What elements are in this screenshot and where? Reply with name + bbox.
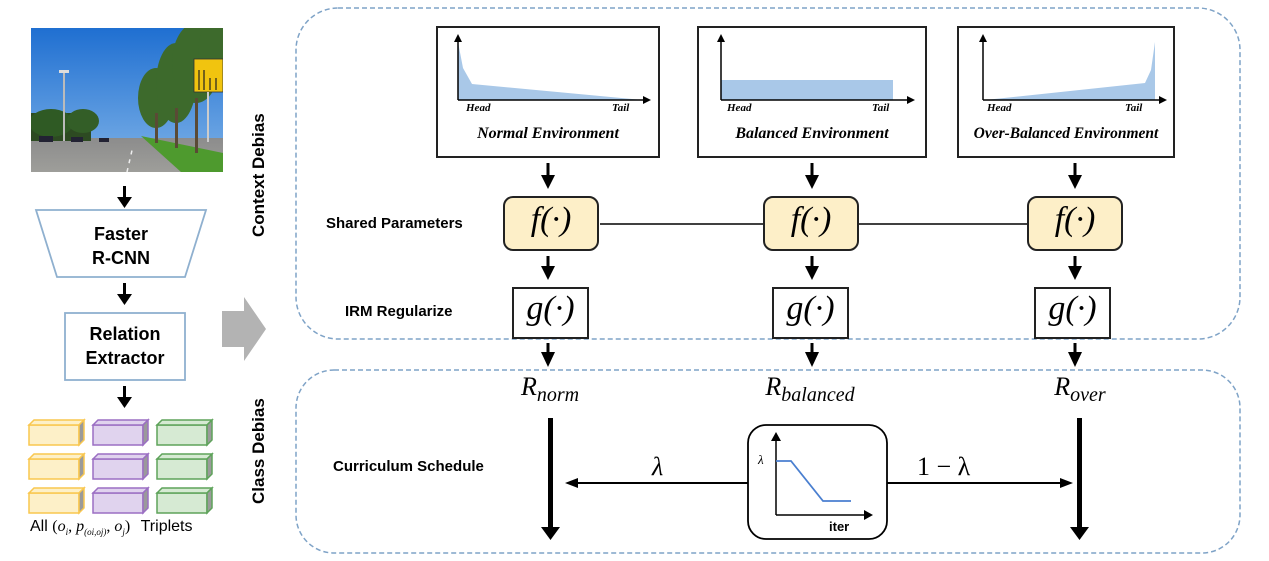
triplet-grid [27, 418, 214, 515]
big-arrow-icon [222, 297, 266, 361]
risk-norm: Rnorm [520, 372, 580, 406]
triplet-block-subject [27, 452, 86, 481]
schedule-inset-box [747, 424, 888, 540]
risk-balanced: Rbalanced [765, 372, 855, 406]
dist-chart-balanced [717, 34, 915, 104]
triplet-block-predicate [91, 418, 150, 447]
class-arrows [541, 418, 1089, 540]
env-title: Normal Environment [477, 125, 619, 142]
dist-chart-normal [454, 34, 651, 104]
column-arrows [541, 163, 1082, 367]
schedule-curve [776, 460, 851, 502]
env-title: Balanced Environment [735, 125, 889, 142]
dist-chart-over-balanced [979, 34, 1167, 104]
risk-over: Rover [1054, 372, 1106, 406]
triplet-block-predicate [91, 452, 150, 481]
triplet-block-subject [27, 418, 86, 447]
schedule-inset-axes [771, 432, 873, 520]
input-image [31, 28, 223, 172]
tail-label: Tail [1125, 102, 1143, 114]
pipeline-arrows [117, 186, 132, 408]
schedule-arrows [565, 478, 1073, 488]
class-debias-label: Class Debias [249, 398, 268, 504]
faster-rcnn-label-line2: R-CNN [92, 248, 150, 268]
relation-extractor-shape [64, 312, 186, 381]
f-module-over: f(·) [1027, 196, 1123, 251]
triplet-formula: (oi, p(oi,oj), oj) [52, 518, 131, 538]
inset-iter-label: iter [829, 519, 850, 534]
tail-label: Tail [612, 102, 630, 114]
f-module-balanced: f(·) [763, 196, 859, 251]
triplet-caption-prefix: All [30, 518, 48, 535]
env-balanced: Head Tail Balanced Environment [697, 26, 927, 158]
faster-rcnn-label-line1: Faster [93, 224, 149, 244]
env-title: Over-Balanced Environment [973, 125, 1159, 142]
head-label: Head [987, 102, 1012, 114]
triplet-block-object [155, 452, 214, 481]
relation-extractor-label-line1: Relation [89, 324, 161, 344]
triplet-block-object [155, 486, 214, 515]
g-module-normal: g(·) [512, 287, 589, 339]
triplet-block-subject [27, 486, 86, 515]
relation-extractor-label: Relation Extractor [65, 322, 185, 370]
class-debias-region [295, 369, 1241, 554]
lambda-weight: λ [652, 452, 664, 481]
faster-rcnn-label: Faster R-CNN [57, 222, 185, 270]
tail-label: Tail [872, 102, 890, 114]
g-module-balanced: g(·) [772, 287, 849, 339]
triplet-block-object [155, 418, 214, 447]
one-minus-lambda-weight: 1 − λ [917, 452, 971, 481]
head-label: Head [466, 102, 491, 114]
inset-lambda-label: λ [758, 452, 764, 467]
triplet-caption: All (oi, p(oi,oj), oj) Triplets [30, 518, 192, 537]
f-module-normal: f(·) [503, 196, 599, 251]
irm-regularize-label: IRM Regularize [345, 303, 453, 320]
g-module-over: g(·) [1034, 287, 1111, 339]
street-photo [31, 28, 223, 172]
triplet-caption-suffix: Triplets [140, 518, 193, 535]
shared-parameters-label: Shared Parameters [326, 215, 463, 232]
env-normal: Head Tail Normal Environment [436, 26, 660, 158]
curriculum-schedule-label: Curriculum Schedule [333, 458, 484, 475]
env-over-balanced: Head Tail Over-Balanced Environment [957, 26, 1175, 158]
context-debias-region [295, 7, 1241, 340]
faster-rcnn-shape [34, 209, 208, 278]
triplet-block-predicate [91, 486, 150, 515]
context-debias-label: Context Debias [249, 113, 268, 237]
head-label: Head [727, 102, 752, 114]
relation-extractor-label-line2: Extractor [85, 348, 165, 368]
